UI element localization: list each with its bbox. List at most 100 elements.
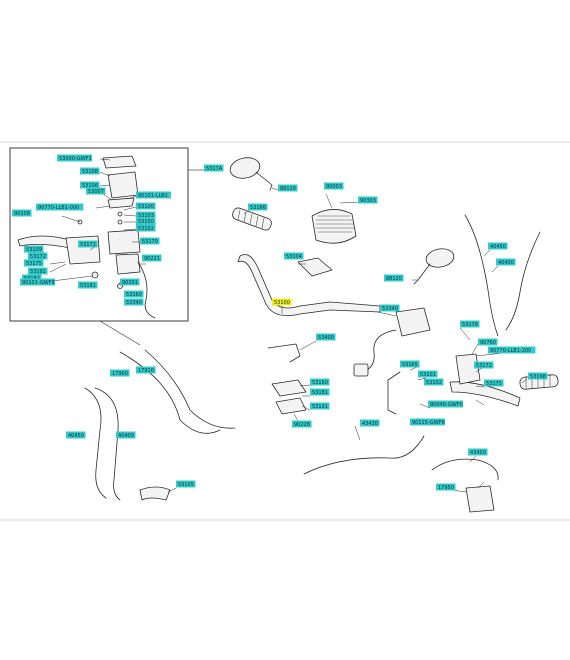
rear-brake-lever [449,381,521,407]
part-label: 90101-LLB1 [136,191,171,199]
part-label-box [28,267,48,275]
part-label: 17950 [436,483,456,491]
part-label-text: 5317A [206,166,223,172]
part-label-text: 40400 [118,433,134,439]
part-label: 53172 [28,252,48,260]
part-label-text: 90760 [480,340,496,346]
part-label-box [324,182,344,190]
part-label-box [78,281,98,289]
part-label-text: 90221 [144,256,160,262]
part-label-box [136,202,156,210]
rear-lever-bracket [455,353,481,385]
part-label-box [136,191,171,199]
part-label: 53166 [248,203,268,211]
part-label-text: 53166 [250,205,266,211]
part-label-box [484,379,504,387]
part-label-text: 53108 [82,169,98,175]
part-label: 90228 [292,420,312,428]
part-label-text: 90108 [14,211,30,217]
part-label: 53102 [136,224,156,232]
part-label-box [360,419,380,427]
part-label-box [120,278,140,286]
part-label: 90115-GWF8 [410,418,445,426]
left-grip-ridges [237,209,265,229]
part-label: 53150 [310,378,330,386]
part-label-box [28,252,48,260]
part-label: 53102 [424,378,444,386]
part-label: 88120 [384,274,404,282]
part-label-box [380,304,400,312]
part-label-text: 90228 [294,422,310,428]
part-label-box [468,448,488,456]
part-label: 90303 [358,196,378,204]
part-label-text: 53103 [138,213,154,219]
part-label-text: 17950 [438,485,454,491]
part-label: 53160 [124,290,144,298]
cable-right-2 [505,231,541,331]
part-label-text: 53007 [88,189,104,195]
part-label-box [418,370,438,378]
part-label: 53106 [80,181,100,189]
throttle-housing [395,307,431,337]
part-label-text: 88120 [386,276,402,282]
inset-connector [99,320,141,346]
right-grip-ridges [525,373,551,389]
master-cylinder-cap [102,155,137,169]
part-label: 40400 [116,431,136,439]
part-label: 90760 [478,338,498,346]
cable-center-2 [144,349,236,429]
part-label-box [474,361,494,369]
part-label-box [478,338,498,346]
part-label-text: 90003 [326,184,342,190]
part-label-box [410,418,445,426]
part-label: 90770-LLB1-000 [36,203,84,211]
part-label-box [460,320,480,328]
switch-block [353,363,369,377]
left-mirror-head [229,157,261,179]
part-label-text: 40400 [498,260,514,266]
cable-right-1 [464,214,499,337]
part-label-box [278,184,298,192]
right-mirror-stem [413,263,431,285]
part-label-text: 53172 [80,242,96,248]
inset-screw-1 [117,211,123,217]
part-label-text: 53000-GWF1 [59,156,92,162]
part-label-box [310,402,330,410]
part-label-box [12,209,32,217]
part-label-text: 53165 [402,362,418,368]
part-label-text: 90303 [360,198,376,204]
part-label: 53198 [528,372,548,380]
right-mirror-head [425,248,455,268]
part-label-text: 53198 [530,374,546,380]
part-label: 53101 [418,370,438,378]
part-label-box [136,211,156,219]
part-label-text: 90101-LLB1 [138,193,168,199]
part-label-box [310,388,330,396]
part-label: 53340 [124,298,144,306]
part-label-text: 53191 [312,404,328,410]
part-label-box [496,258,516,266]
part-label-box [528,372,548,380]
master-cylinder-clamp [107,229,141,255]
part-label-box [124,290,144,298]
part-label: 17900 [110,369,130,377]
part-label: 53109 [24,245,44,253]
inset-hose [137,261,156,319]
part-label-text: 53150 [312,380,328,386]
part-label: 90048-GWF0 [428,400,463,408]
part-label-box [136,224,156,232]
part-label-text: 90201 [122,280,138,286]
switch-clamp-lower [275,397,307,415]
part-label-box [142,254,162,262]
part-label-box [176,480,196,488]
part-label-text: 53172 [476,363,492,369]
part-label-box [140,237,160,245]
part-label: 53000-GWF1 [57,154,92,162]
part-label-box [66,431,86,439]
part-label: 88110 [278,184,298,192]
part-label-box [284,252,304,260]
part-label-text: 43430 [362,421,378,427]
part-label-box [80,167,100,175]
part-label-text: 53191 [30,269,46,275]
